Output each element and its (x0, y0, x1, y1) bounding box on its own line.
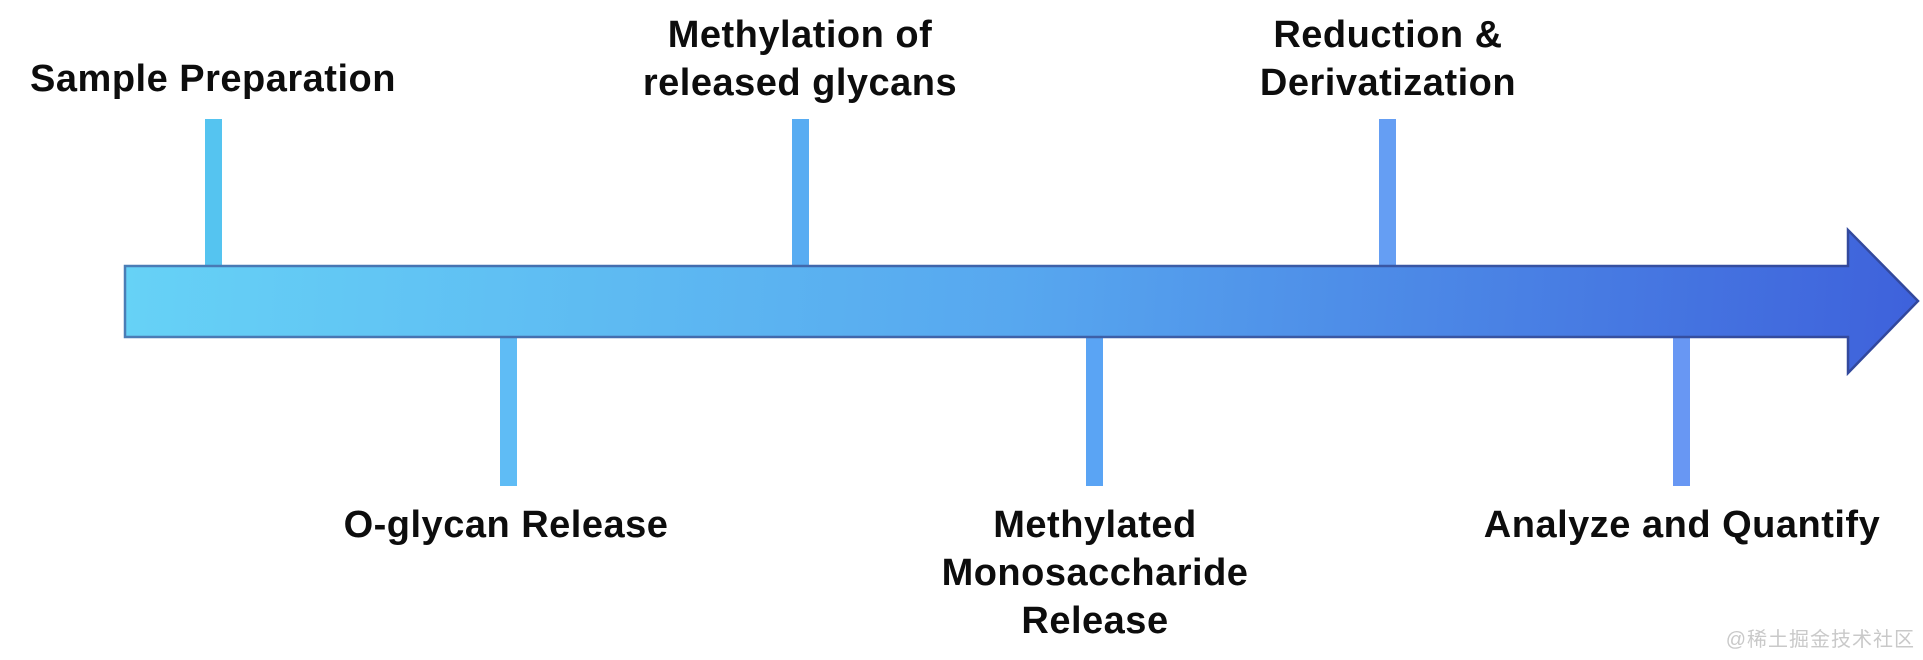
arrow-shape (123, 226, 1920, 377)
label-analyze-quantify: Analyze and Quantify (1483, 504, 1881, 546)
tick-analyze-quantify (1673, 336, 1690, 486)
tick-monosaccharide-release (1086, 336, 1103, 486)
label-methylation: Methylation of released glycans (642, 14, 958, 104)
tick-sample-preparation (205, 119, 222, 267)
tick-o-glycan-release (500, 336, 517, 486)
label-reduction-derivatization: Reduction & Derivatization (1259, 14, 1517, 104)
label-sample-preparation: Sample Preparation (30, 58, 396, 100)
tick-methylation (792, 119, 809, 267)
tick-reduction-derivatization (1379, 119, 1396, 267)
label-o-glycan-release: O-glycan Release (343, 504, 669, 546)
label-monosaccharide-release: Methylated Monosaccharide Release (941, 504, 1249, 642)
watermark: @稀土掘金技术社区 (1725, 629, 1915, 651)
